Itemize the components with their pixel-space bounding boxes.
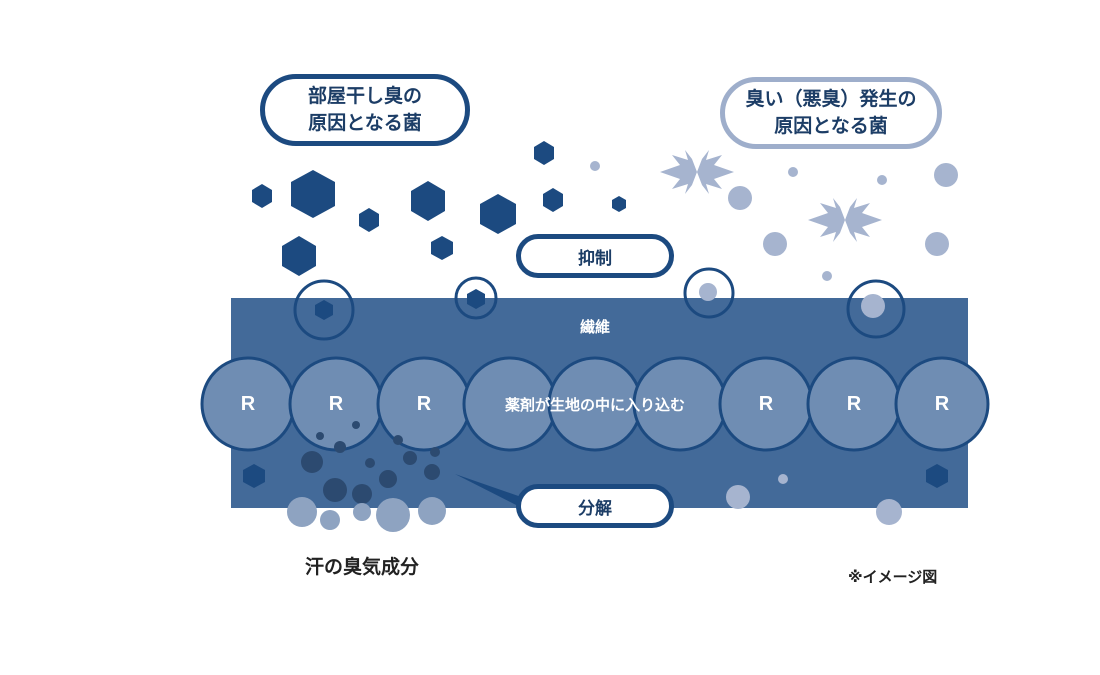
bacteria-hexagon — [411, 181, 445, 221]
spiky-bacteria — [788, 167, 798, 177]
r-marker: R — [328, 393, 344, 415]
suppress-label: 抑制 — [516, 234, 674, 278]
suppress-label-text: 抑制 — [578, 248, 612, 269]
sweat-particle — [430, 447, 440, 457]
bacteria-hexagon — [243, 464, 265, 488]
r-marker: R — [934, 393, 950, 415]
spiky-bacteria — [699, 283, 717, 301]
sweat-particle — [365, 458, 375, 468]
light-bacteria-label: 臭い（悪臭）発生の 原因となる菌 — [720, 77, 942, 149]
suppression-rings — [293, 267, 906, 341]
suppression-ring — [846, 279, 906, 339]
light-bacteria-group — [590, 150, 958, 525]
bacteria-hexagon — [431, 236, 453, 260]
bacteria-hexagon — [282, 236, 316, 276]
spiky-bacteria — [877, 175, 887, 185]
sweat-particle — [379, 470, 397, 488]
sweat-particle — [403, 451, 417, 465]
sweat-odor-label: 汗の臭気成分 — [305, 556, 420, 578]
spiky-bacteria — [822, 271, 832, 281]
decompose-pointer — [455, 474, 530, 510]
sweat-particle — [323, 478, 347, 502]
bacteria-hexagon — [926, 464, 948, 488]
sweat-particle — [301, 451, 323, 473]
sweat-particle — [316, 432, 324, 440]
spiky-bacteria — [934, 163, 958, 187]
bacteria-hexagon — [291, 170, 335, 218]
spiky-bacteria — [590, 161, 600, 171]
image-note: ※イメージ図 — [848, 568, 938, 586]
dark-bacteria-label: 部屋干し臭の 原因となる菌 — [260, 74, 470, 146]
spiky-bacteria — [925, 232, 949, 256]
fiber-label: 繊維 — [579, 318, 610, 336]
sweat-particle — [352, 484, 372, 504]
spiky-bacteria — [808, 198, 882, 242]
sweat-particle — [334, 441, 346, 453]
suppression-ring — [683, 267, 735, 319]
light-bacteria-label-line2: 原因となる菌 — [774, 115, 888, 137]
sweat-particle — [287, 497, 317, 527]
dark-bacteria-group — [243, 141, 948, 488]
sweat-particle — [352, 421, 360, 429]
sweat-particle — [353, 503, 371, 521]
sweat-particle — [424, 464, 440, 480]
spiky-bacteria — [763, 232, 787, 256]
suppression-ring — [454, 276, 498, 320]
sweat-particle — [418, 497, 446, 525]
dark-bacteria-label-line2: 原因となる菌 — [308, 112, 422, 134]
bacteria-hexagon — [252, 184, 272, 208]
bacteria-hexagon — [543, 188, 563, 212]
light-bacteria-label-line1: 臭い（悪臭）発生の — [745, 88, 917, 110]
bacteria-hexagon — [467, 289, 485, 309]
spiky-bacteria — [778, 474, 788, 484]
decompose-label-text: 分解 — [578, 498, 612, 519]
sweat-particle — [393, 435, 403, 445]
spiky-bacteria — [660, 150, 734, 194]
r-marker: R — [240, 393, 256, 415]
bacteria-hexagon — [359, 208, 379, 232]
spiky-bacteria — [861, 294, 885, 318]
bacteria-hexagon — [612, 196, 626, 212]
bacteria-hexagon — [480, 194, 516, 234]
agent-circles — [200, 356, 990, 452]
decompose-label: 分解 — [516, 484, 674, 528]
bacteria-hexagon — [534, 141, 554, 165]
r-marker: R — [846, 393, 862, 415]
sweat-particles — [287, 421, 446, 532]
r-marker: R — [416, 393, 432, 415]
r-marker: R — [758, 393, 774, 415]
agent-penetrates-label: 薬剤が生地の中に入り込む — [504, 396, 685, 414]
spiky-bacteria — [876, 499, 902, 525]
sweat-particle — [376, 498, 410, 532]
spiky-bacteria — [726, 485, 750, 509]
bacteria-hexagon — [315, 300, 333, 320]
dark-bacteria-label-line1: 部屋干し臭の — [307, 85, 422, 107]
suppression-ring — [293, 279, 355, 341]
sweat-particle — [320, 510, 340, 530]
spiky-bacteria — [728, 186, 752, 210]
r-circle-6 — [894, 356, 990, 452]
